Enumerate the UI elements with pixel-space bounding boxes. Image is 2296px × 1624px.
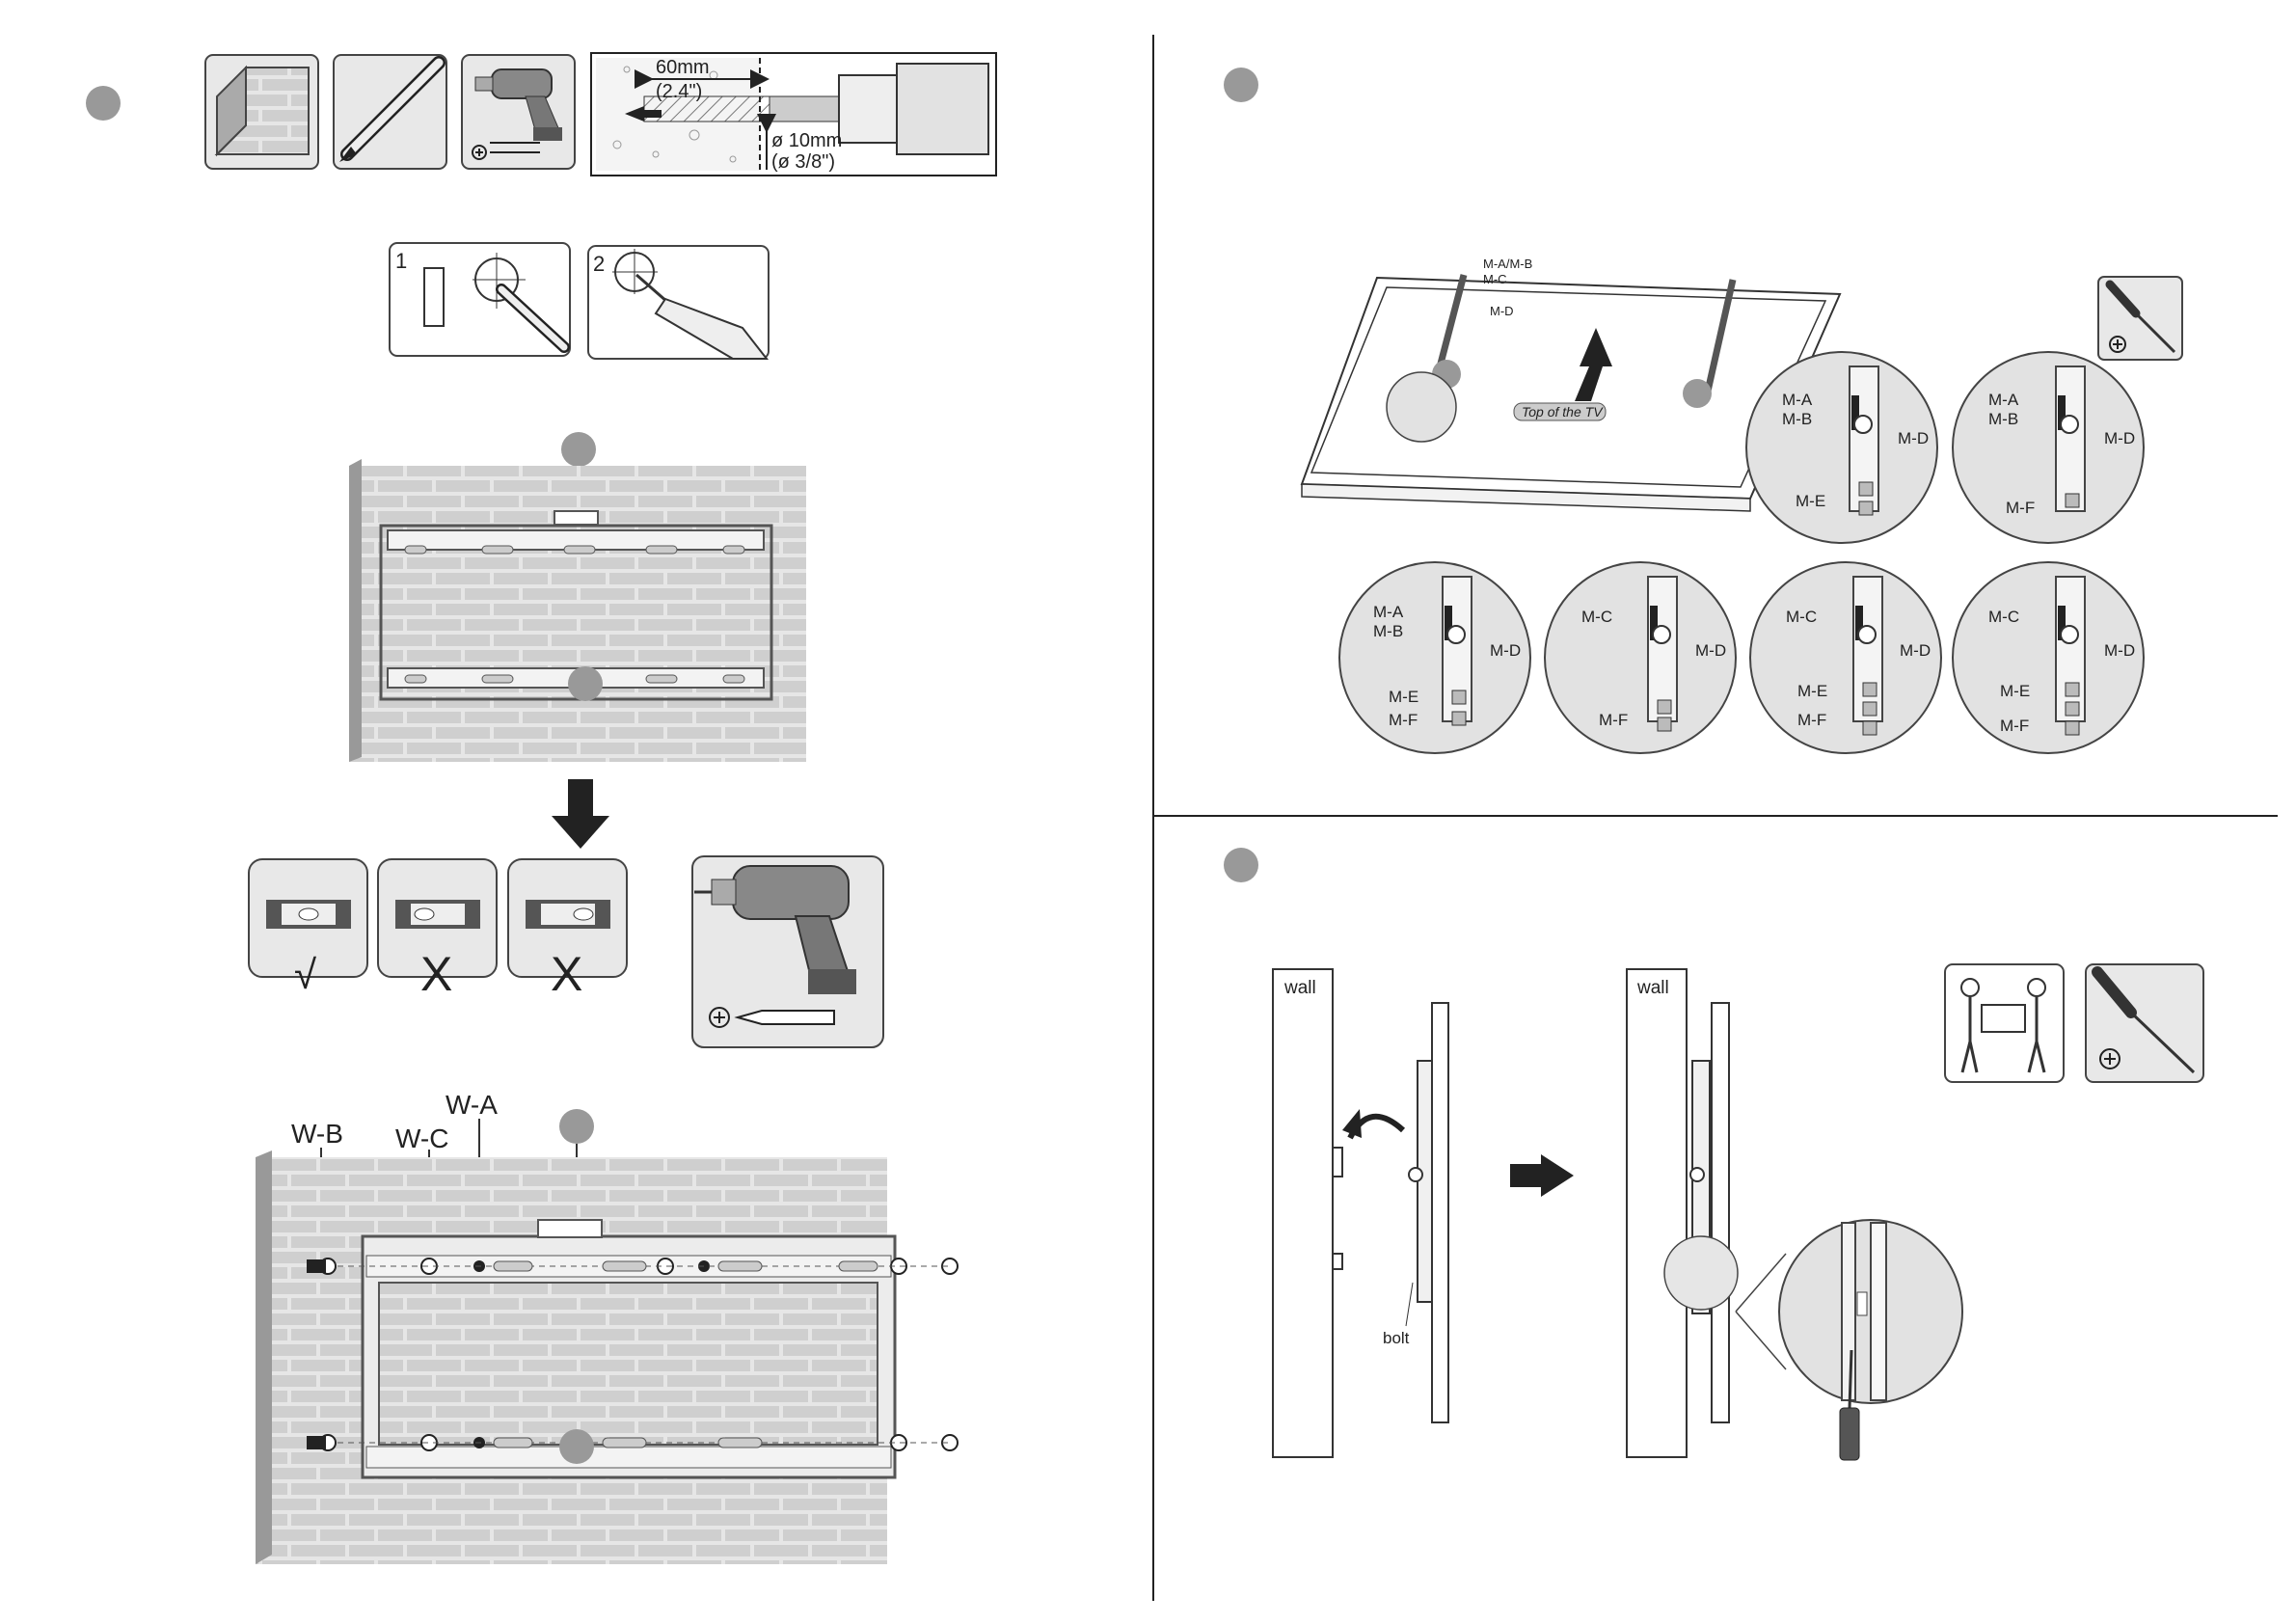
- label-ma-mb-top: M-A/M-B: [1483, 257, 1532, 271]
- d3-ma: M-A: [1373, 603, 1404, 621]
- detail-circle-5: M-C M-D M-E M-F: [1750, 562, 1941, 753]
- step-bullet-2b: [568, 666, 603, 701]
- d3-me: M-E: [1389, 688, 1418, 706]
- wall-bracket-level-diagram: [349, 459, 806, 762]
- level-ok-mark: √: [294, 952, 317, 997]
- down-arrow-icon: [552, 779, 609, 849]
- step-bullet-2: [561, 432, 596, 467]
- hang-diagram-before: wall bolt: [1273, 969, 1448, 1457]
- step-bullet-3: [559, 1109, 594, 1144]
- d6-mf: M-F: [2000, 717, 2029, 735]
- detail-circle-2: M-A M-B M-D M-F: [1953, 352, 2144, 543]
- label-wa: W-A: [446, 1090, 498, 1120]
- d6-md: M-D: [2104, 641, 2135, 660]
- phillips-screwdriver-icon: [2098, 277, 2182, 360]
- d2-mf: M-F: [2006, 499, 2035, 517]
- d1-md: M-D: [1898, 429, 1929, 447]
- detail-circle-6: M-C M-D M-E M-F: [1953, 562, 2144, 753]
- d1-me: M-E: [1796, 492, 1825, 510]
- label-wb: W-B: [291, 1119, 343, 1149]
- substep-1-number: 1: [395, 249, 407, 273]
- drill-screwdriver-panel: [692, 856, 883, 1047]
- level-correct-panel: √: [249, 859, 367, 997]
- level-wrong-panel-1: X: [378, 859, 497, 1001]
- d3-mb: M-B: [1373, 622, 1403, 640]
- d5-md: M-D: [1900, 641, 1931, 660]
- d6-me: M-E: [2000, 682, 2030, 700]
- d5-me: M-E: [1797, 682, 1827, 700]
- substep-2-number: 2: [593, 252, 605, 276]
- two-person-lift-icon: [1945, 964, 2064, 1082]
- phillips-symbol-icon: [2086, 964, 2203, 1082]
- d2-md: M-D: [2104, 429, 2135, 447]
- d1-mb: M-B: [1782, 410, 1812, 428]
- d2-mb: M-B: [1988, 410, 2018, 428]
- level-bad-mark-2: X: [551, 947, 582, 1001]
- d2-ma: M-A: [1988, 391, 2019, 409]
- detail-circle-3: M-A M-B M-D M-E M-F: [1339, 562, 1530, 753]
- d3-md: M-D: [1490, 641, 1521, 660]
- depth-mm-label: 60mm: [656, 57, 710, 78]
- depth-in-label: (2.4"): [656, 81, 702, 102]
- level-bad-mark-1: X: [420, 947, 452, 1001]
- wall-label-1: wall: [1283, 978, 1316, 998]
- d6-mc: M-C: [1988, 608, 2019, 626]
- bolt-label: bolt: [1383, 1329, 1410, 1347]
- d3-mf: M-F: [1389, 711, 1418, 729]
- d4-mc: M-C: [1581, 608, 1612, 626]
- d5-mf: M-F: [1797, 711, 1826, 729]
- wall-label-2: wall: [1636, 978, 1669, 998]
- step-bullet-3b: [559, 1429, 594, 1464]
- substep-drill-panel: 2: [588, 246, 769, 359]
- drill-icon: [462, 55, 575, 169]
- brick-wall-icon: [205, 55, 318, 169]
- wall-screw-diagram: [256, 1150, 958, 1564]
- step-bullet-5: [1224, 848, 1258, 882]
- top-of-tv-label: Top of the TV: [1522, 404, 1604, 420]
- d1-ma: M-A: [1782, 391, 1813, 409]
- level-wrong-panel-2: X: [508, 859, 627, 1001]
- detail-circle-4: M-C M-D M-F: [1545, 562, 1736, 753]
- label-md-top: M-D: [1490, 304, 1514, 318]
- label-mc-top: M-C: [1483, 272, 1507, 286]
- step-bullet-1: [86, 86, 121, 121]
- step-bullet-4: [1224, 68, 1258, 102]
- hang-diagram-after: wall: [1627, 969, 1962, 1460]
- d4-md: M-D: [1695, 641, 1726, 660]
- right-arrow-icon: [1510, 1154, 1574, 1197]
- diameter-mm-label: ø 10mm: [771, 130, 842, 151]
- drill-depth-diagram: 60mm (2.4") ø 10mm (ø 3/8"): [591, 53, 996, 176]
- substep-mark-panel: 1: [390, 243, 570, 356]
- detail-circle-1: M-A M-B M-D M-E: [1746, 352, 1937, 543]
- pencil-icon: [334, 55, 446, 169]
- label-wc: W-C: [395, 1123, 448, 1153]
- diameter-in-label: (ø 3/8"): [771, 151, 835, 173]
- d4-mf: M-F: [1599, 711, 1628, 729]
- d5-mc: M-C: [1786, 608, 1817, 626]
